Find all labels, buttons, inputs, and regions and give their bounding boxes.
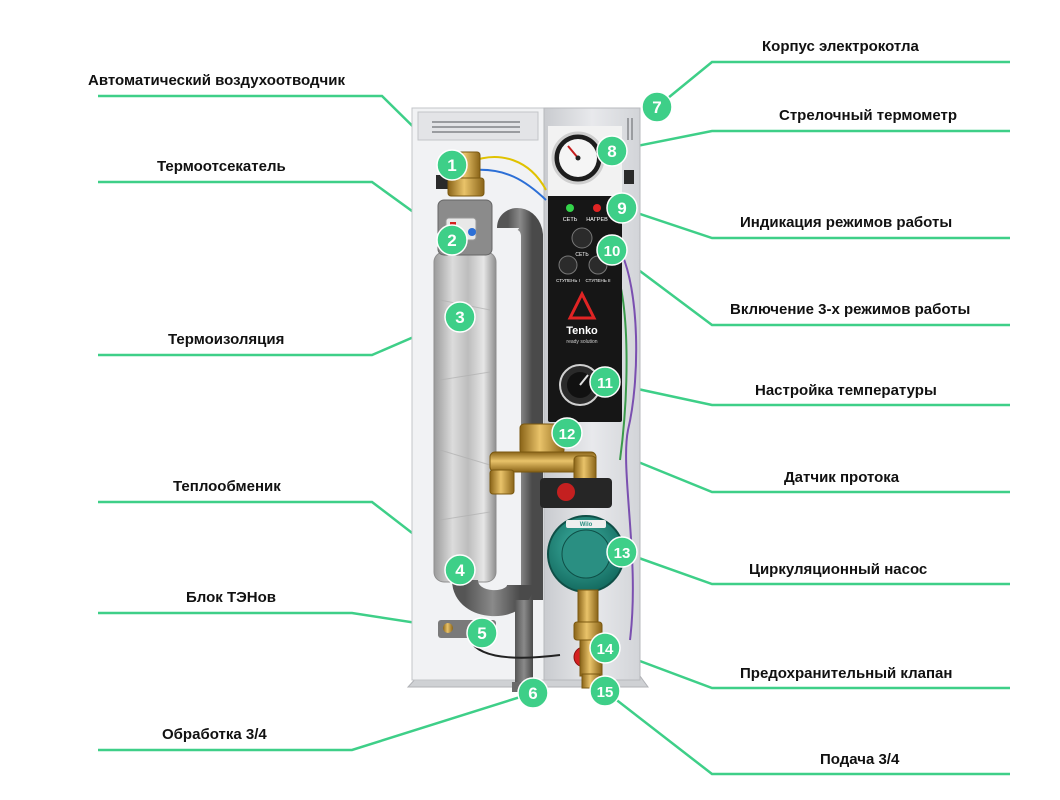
- label-heat-exchanger: Теплообменик: [173, 478, 281, 495]
- callout-marker-15: 15: [589, 675, 621, 707]
- callout-number: 2: [447, 231, 456, 250]
- callout-marker-circle: [606, 536, 638, 568]
- callout-number: 6: [528, 684, 537, 703]
- callout-number: 7: [652, 98, 661, 117]
- label-flow-sensor: Датчик протока: [784, 469, 900, 486]
- switch-network-text: СЕТЬ: [575, 252, 589, 258]
- callout-marker-6: 6: [517, 677, 549, 709]
- callout-marker-8: 8: [596, 135, 628, 167]
- heat-exchanger-assembly: [433, 151, 561, 692]
- callout-number: 1: [447, 156, 456, 175]
- callout-marker-circle: [517, 677, 549, 709]
- slogan-text: ready solution: [566, 339, 597, 345]
- label-circulation-pump: Циркуляционный насос: [749, 561, 928, 578]
- callout-marker-14: 14: [589, 632, 621, 664]
- callout-marker-11: 11: [589, 366, 621, 398]
- leader-line-11: [604, 380, 1010, 407]
- callout-marker-circle: [596, 135, 628, 167]
- led-network-text: СЕТЬ: [563, 217, 578, 223]
- callout-marker-7: 7: [641, 91, 673, 123]
- callout-number: 9: [617, 199, 626, 218]
- switch-stage2-text: СТУПЕНЬ II: [586, 278, 611, 283]
- callout-marker-circle: [436, 224, 468, 256]
- label-outlet: Обработка 3/4: [162, 726, 267, 743]
- callout-marker-circle: [589, 632, 621, 664]
- leader-line-13: [621, 550, 1010, 586]
- callout-marker-circle: [589, 675, 621, 707]
- leader-line-9: [621, 206, 1010, 240]
- label-heater-block: Блок ТЭНов: [186, 589, 276, 606]
- callout-number: 15: [597, 684, 614, 701]
- callout-marker-2: 2: [436, 224, 468, 256]
- callout-marker-circle: [444, 301, 476, 333]
- callout-marker-10: 10: [596, 234, 628, 266]
- callout-marker-1: 1: [436, 149, 468, 181]
- leader-line-14: [604, 646, 1010, 690]
- callout-marker-circle: [596, 234, 628, 266]
- leader-lines: [98, 60, 1010, 776]
- callout-number: 14: [597, 641, 614, 658]
- callout-number: 12: [559, 426, 576, 443]
- callout-marker-circle: [551, 417, 583, 449]
- label-three-modes: Включение 3-х режимов работы: [730, 301, 971, 318]
- leader-line-4: [98, 500, 461, 571]
- label-thermal-cutoff: Термоотсекатель: [157, 158, 286, 175]
- callout-number: 3: [455, 308, 464, 327]
- label-temperature-setting: Настройка температуры: [755, 382, 937, 399]
- callout-number: 8: [607, 142, 616, 161]
- brand-text: Tenko: [566, 325, 598, 337]
- led-heating-text: НАГРЕВ: [586, 217, 608, 223]
- callout-marker-circle: [436, 149, 468, 181]
- callout-marker-4: 4: [444, 554, 476, 586]
- leader-line-7: [656, 60, 1010, 108]
- leader-line-8: [611, 129, 1010, 153]
- callout-marker-3: 3: [444, 301, 476, 333]
- callout-number: 11: [597, 375, 613, 392]
- callout-number: 4: [455, 561, 465, 580]
- label-air-vent: Автоматический воздухоотводчик: [88, 72, 345, 89]
- warning-triangle-icon: [567, 290, 597, 320]
- callout-marker-circle: [641, 91, 673, 123]
- leader-line-6: [98, 691, 534, 752]
- leader-line-1: [98, 94, 453, 166]
- callout-marker-12: 12: [551, 417, 583, 449]
- callout-marker-9: 9: [606, 192, 638, 224]
- label-supply: Подача 3/4: [820, 751, 900, 768]
- label-dial-thermometer: Стрелочный термометр: [779, 107, 958, 124]
- callout-marker-circle: [606, 192, 638, 224]
- pump-brand-text: Wilo: [580, 522, 593, 528]
- label-insulation: Термоизоляция: [168, 331, 285, 348]
- leader-line-2: [98, 180, 453, 242]
- callout-marker-13: 13: [606, 536, 638, 568]
- leader-line-15: [604, 690, 1010, 776]
- callout-marker-circle: [589, 366, 621, 398]
- label-mode-indication: Индикация режимов работы: [740, 214, 953, 231]
- callout-number: 10: [604, 243, 621, 260]
- label-safety-valve: Предохранительный клапан: [740, 665, 953, 682]
- callout-marker-circle: [466, 617, 498, 649]
- callout-marker-circle: [444, 554, 476, 586]
- callout-number: 13: [614, 545, 631, 562]
- leader-line-10: [611, 249, 1010, 327]
- switch-stage1-text: СТУПЕНЬ I: [556, 278, 580, 283]
- label-housing: Корпус электрокотла: [762, 38, 919, 55]
- callout-number: 5: [477, 624, 486, 643]
- callout-marker-5: 5: [466, 617, 498, 649]
